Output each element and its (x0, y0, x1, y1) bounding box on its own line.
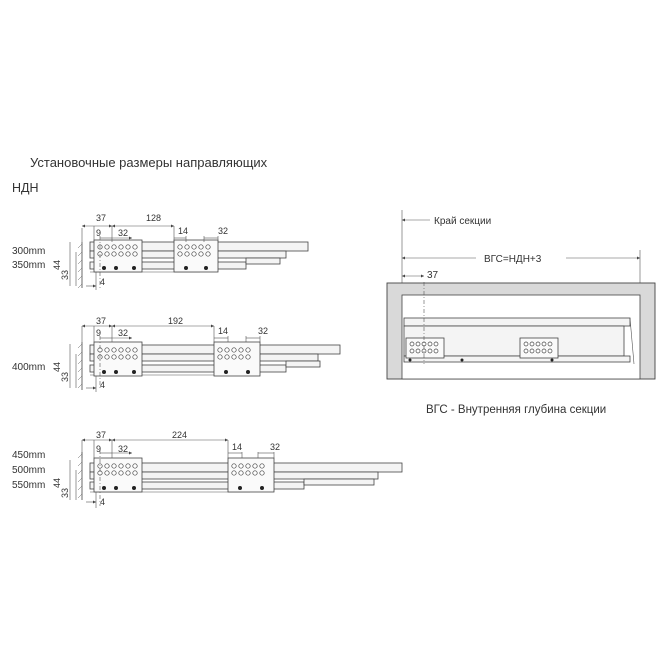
dimension-lines (69, 324, 261, 392)
length-label: 550mm (12, 480, 45, 491)
dim-pitch-long: 192 (168, 316, 183, 326)
dim-second-offset: 14 (218, 326, 228, 336)
mounting-bracket (213, 341, 261, 377)
dim-second-pitch: 32 (218, 226, 228, 236)
dim-left: 37 (96, 213, 106, 223)
length-label: 400mm (12, 362, 45, 373)
dimension-lines (69, 438, 275, 508)
length-label: 350mm (12, 260, 45, 271)
length-label: 450mm (12, 450, 45, 461)
depth-formula: ВГС=НДН+3 (484, 254, 542, 265)
rail-drawing-row-2: 400mm (12, 316, 341, 392)
dim-second-pitch: 32 (270, 442, 280, 452)
dim-pitch-long: 224 (172, 430, 187, 440)
dim-pitch-small: 32 (118, 444, 128, 454)
dim-left: 37 (96, 430, 106, 440)
cabinet-wall (77, 342, 83, 390)
mounting-bracket (519, 337, 559, 359)
dim-bottom: 4 (100, 277, 105, 287)
cabinet-section-drawing: Край секции ВГС=НДН+3 37 ВГС - Вну (386, 210, 656, 416)
row-3-lengths: 450mm 500mm 550mm (12, 450, 45, 491)
mounting-bracket (93, 239, 143, 273)
diagram-subtitle: НДН (12, 181, 39, 195)
dim-pitch-small: 32 (118, 228, 128, 238)
dim-height-inner: 33 (60, 372, 70, 382)
depth-note: ВГС - Внутренняя глубина секции (426, 404, 606, 416)
dim-left: 37 (96, 316, 106, 326)
dim-offset: 9 (96, 444, 101, 454)
offset-label: 37 (427, 270, 439, 281)
mounting-bracket (173, 239, 219, 273)
dim-offset: 9 (96, 228, 101, 238)
dim-offset: 9 (96, 328, 101, 338)
cabinet-wall (77, 242, 83, 289)
diagram-title: Установочные размеры направляющих (30, 155, 268, 170)
row-1-lengths: 300mm 350mm (12, 246, 45, 271)
dim-second-pitch: 32 (258, 326, 268, 336)
dim-second-offset: 14 (232, 442, 242, 452)
length-label: 300mm (12, 246, 45, 257)
length-label: 500mm (12, 465, 45, 476)
dim-height-outer: 44 (52, 362, 62, 372)
dim-second-offset: 14 (178, 226, 188, 236)
dimension-lines (69, 224, 219, 290)
rail-drawing-row-1: 300mm 350mm (12, 213, 309, 290)
dim-pitch-long: 128 (146, 213, 161, 223)
rail-drawing-row-3: 450mm 500mm 550mm (12, 430, 403, 508)
dim-pitch-small: 32 (118, 328, 128, 338)
mounting-bracket (405, 337, 445, 359)
dim-height-outer: 44 (52, 260, 62, 270)
dim-height-outer: 44 (52, 478, 62, 488)
edge-label: Край секции (434, 216, 491, 227)
dim-height-inner: 33 (60, 488, 70, 498)
dim-bottom: 4 (100, 380, 105, 390)
mounting-bracket (93, 457, 143, 493)
dim-bottom: 4 (100, 497, 105, 507)
mounting-bracket (227, 457, 275, 493)
cabinet-wall (77, 452, 83, 500)
dim-height-inner: 33 (60, 270, 70, 280)
mounting-bracket (93, 341, 143, 377)
